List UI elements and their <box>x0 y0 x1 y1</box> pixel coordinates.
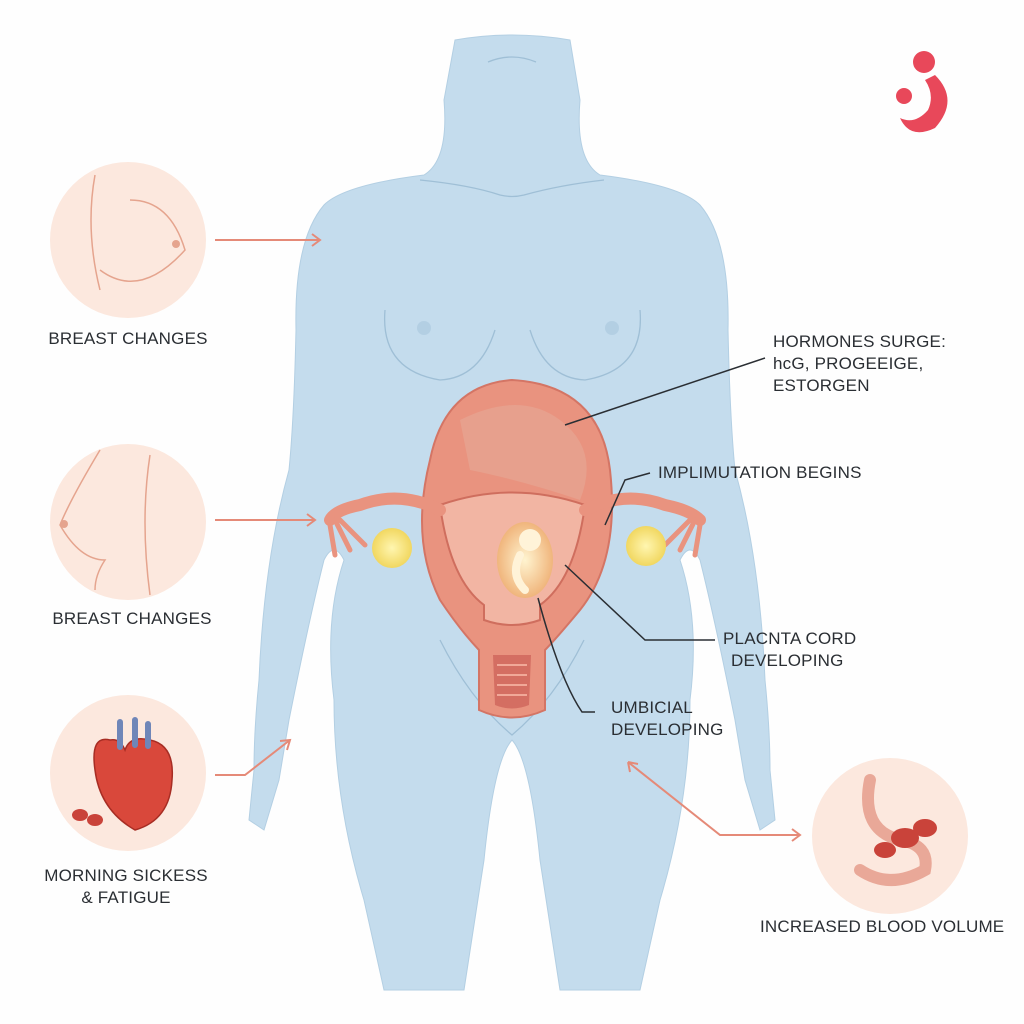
ovary-right <box>626 526 666 566</box>
callout-hormones: HORMONES SURGE: hcG, PROGEEIGE, ESTORGEN <box>773 331 946 397</box>
callout-blood-volume: INCREASED BLOOD VOLUME <box>760 917 1005 936</box>
callout-line: HORMONES SURGE: <box>773 332 947 351</box>
mother-child-logo-icon <box>896 51 948 133</box>
body-contour-lines <box>383 56 642 736</box>
callout-line: MORNING SICKESS <box>44 866 208 885</box>
callout-line: ESTORGEN <box>773 376 870 395</box>
callout-implantation: IMPLIMUTATION BEGINS <box>658 463 862 482</box>
breast-side-icon <box>50 444 206 600</box>
callout-placenta: PLACNTA CORD DEVELOPING <box>723 628 856 672</box>
callout-morning-sickness: MORNING SICKESS & FATIGUE <box>26 865 226 909</box>
callout-breast-changes-1: BREAST CHANGES <box>48 329 208 348</box>
nipple-left <box>417 321 431 335</box>
stomach-blood-cells-icon <box>812 758 968 914</box>
uterus-illustration <box>324 378 706 719</box>
arrows <box>215 233 802 842</box>
callout-line: UMBICIAL <box>611 698 693 717</box>
callout-line: DEVELOPING <box>731 651 844 670</box>
callout-line: & FATIGUE <box>81 888 171 907</box>
nipple-right <box>605 321 619 335</box>
heart-icon <box>50 695 206 851</box>
callout-umbilical: UMBICIAL DEVELOPING <box>611 697 724 741</box>
callout-breast-changes-2: BREAST CHANGES <box>52 609 212 628</box>
callout-line: PLACNTA CORD <box>723 629 857 648</box>
callout-line: hcG, PROGEEIGE, <box>773 354 924 373</box>
breast-front-icon <box>50 162 206 318</box>
leader-lines <box>537 357 766 713</box>
ovary-left <box>372 528 412 568</box>
callout-line: DEVELOPING <box>611 720 724 739</box>
